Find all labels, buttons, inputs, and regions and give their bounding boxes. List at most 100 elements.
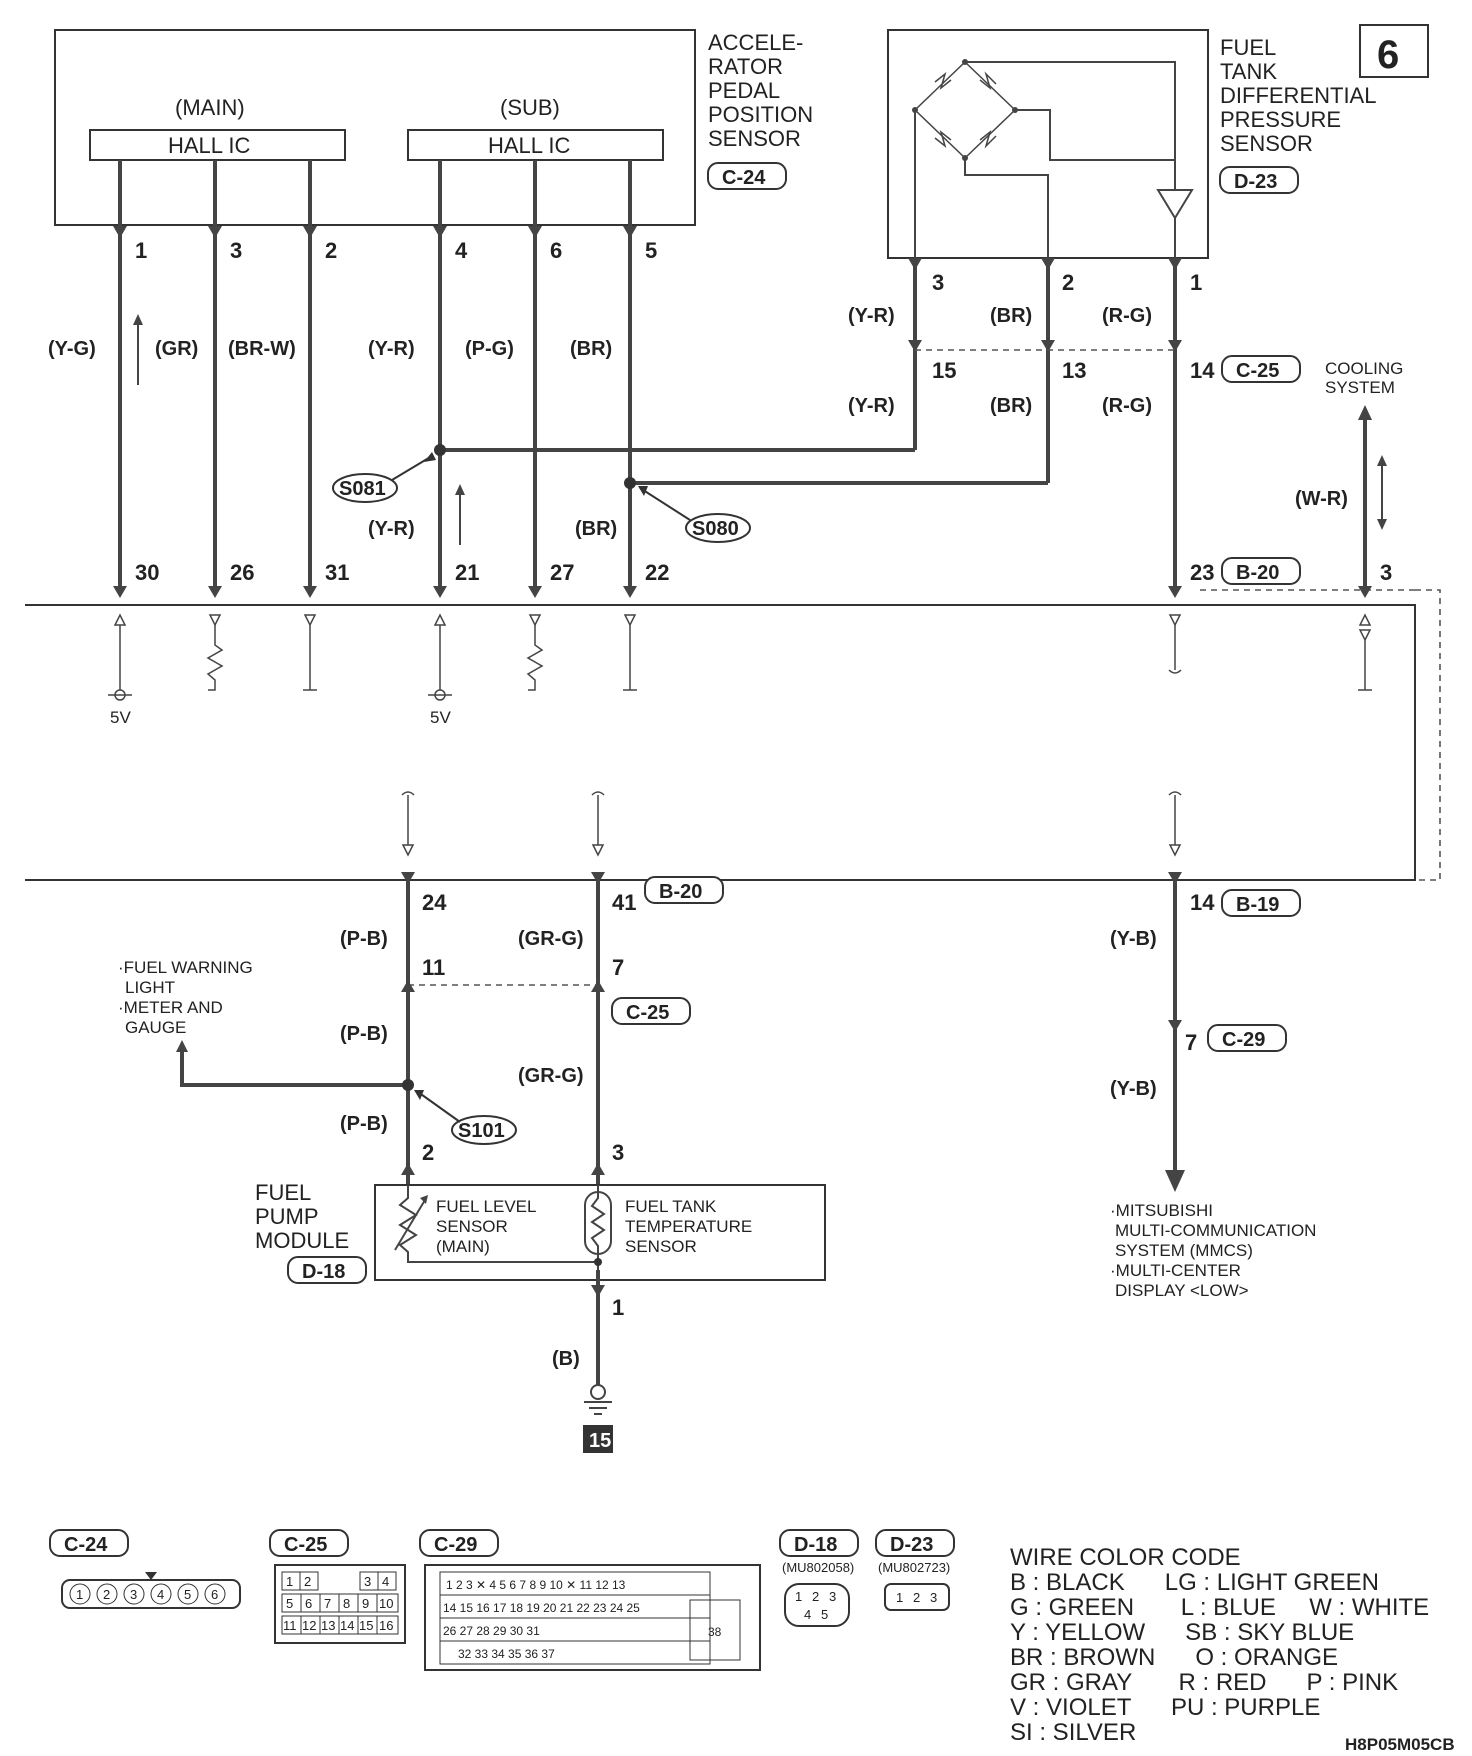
fuel-warning-1: ·FUEL WARNING bbox=[118, 958, 253, 977]
c25-cell-8: 8 bbox=[343, 1596, 350, 1611]
diff-pin-1: 1 bbox=[1190, 270, 1202, 295]
fpm-title-1: FUEL bbox=[255, 1180, 311, 1205]
hall-ic-sub: HALL IC bbox=[488, 133, 570, 158]
fuel-warning-2: LIGHT bbox=[125, 978, 175, 997]
diff-wc-1: (Y-R) bbox=[848, 305, 895, 327]
ecm-block: 30 26 31 21 27 22 23 3 B-20 5V 5V bbox=[25, 557, 1441, 917]
temp-sensor-3: SENSOR bbox=[625, 1237, 697, 1256]
wire-color-legend: WIRE COLOR CODE B : BLACK LG : LIGHT GRE… bbox=[1010, 1544, 1429, 1746]
d23-pin-1: 1 bbox=[896, 1590, 903, 1605]
c25-pin-11: 11 bbox=[422, 955, 445, 980]
c25-cell-2: 2 bbox=[304, 1574, 311, 1589]
wc-br: (BR) bbox=[570, 338, 612, 360]
c24-pin-4: 4 bbox=[157, 1587, 164, 1602]
mmcs-3: SYSTEM (MMCS) bbox=[1115, 1241, 1253, 1260]
ecm-pin-26: 26 bbox=[230, 560, 254, 585]
c25-cell-6: 6 bbox=[305, 1596, 312, 1611]
c25-pin-13: 13 bbox=[1062, 358, 1086, 383]
wc-y-r: (Y-R) bbox=[368, 338, 415, 360]
accel-title-1: ACCELE- bbox=[708, 30, 803, 55]
ecm-pin-24: 24 bbox=[422, 890, 447, 915]
d23-pin-3: 3 bbox=[930, 1590, 937, 1605]
mmcs-5: DISPLAY <LOW> bbox=[1115, 1281, 1249, 1300]
c24-pin-1: 1 bbox=[76, 1587, 83, 1602]
svg-text:1 2 3 ✕ 4 5 6 7 8 9 10 ✕ 11 12: 1 2 3 ✕ 4 5 6 7 8 9 10 ✕ 11 12 13 bbox=[446, 1578, 626, 1592]
c25-cell-13: 13 bbox=[321, 1618, 335, 1633]
wc-y-g: (Y-G) bbox=[48, 338, 96, 360]
cv-c25-tag: C-25 bbox=[284, 1534, 327, 1556]
main-label: (MAIN) bbox=[175, 95, 245, 120]
accel-title-2: RATOR bbox=[708, 54, 783, 79]
c25-tag-top: C-25 bbox=[1236, 360, 1279, 382]
c24-pin-3: 3 bbox=[130, 1587, 137, 1602]
c25-cell-4: 4 bbox=[382, 1574, 389, 1589]
legend-line-4: BR : BROWN O : ORANGE bbox=[1010, 1644, 1338, 1671]
hall-ic-main: HALL IC bbox=[168, 133, 250, 158]
bw-yb-2: (Y-B) bbox=[1110, 1078, 1157, 1100]
level-sensor-1: FUEL LEVEL bbox=[436, 1197, 536, 1216]
c25-pin-7: 7 bbox=[612, 955, 624, 980]
cooling-system: COOLING SYSTEM (W-R) bbox=[1295, 359, 1403, 590]
c24-pin-2: 2 bbox=[103, 1587, 110, 1602]
c29-grid bbox=[439, 1571, 741, 1665]
level-sensor-3: (MAIN) bbox=[436, 1237, 490, 1256]
accel-wires: 1 3 2 4 6 5 (Y-G) (GR) (BR-W) (Y-R) (P-G… bbox=[48, 160, 657, 590]
c29-tag: C-29 bbox=[1222, 1029, 1265, 1051]
pin-top-1: 1 bbox=[135, 238, 147, 263]
legend-line-2: G : GREEN L : BLUE W : WHITE bbox=[1010, 1594, 1429, 1621]
ecm-pin-3: 3 bbox=[1380, 560, 1392, 585]
pin-top-5: 5 bbox=[645, 238, 657, 263]
c25-cell-5: 5 bbox=[286, 1596, 293, 1611]
fpm-pin-3: 3 bbox=[612, 1140, 624, 1165]
bw-yb-1: (Y-B) bbox=[1110, 928, 1157, 950]
svg-text:26 27 28 29 30 31: 26 27 28 29 30 31 bbox=[443, 1624, 540, 1638]
ground-wire: (B) bbox=[552, 1348, 580, 1370]
bw-pb-3: (P-B) bbox=[340, 1113, 388, 1135]
bw-pb-2: (P-B) bbox=[340, 1023, 388, 1045]
c29-pin-labels: 1 2 3 ✕ 4 5 6 7 8 9 10 ✕ 11 12 13 14 15 … bbox=[443, 1578, 722, 1661]
d18-pin-5: 5 bbox=[821, 1607, 828, 1622]
diff-pin-3: 3 bbox=[932, 270, 944, 295]
diff-pin-2: 2 bbox=[1062, 270, 1074, 295]
d18-pin-3: 3 bbox=[829, 1589, 836, 1604]
cv-d18-tag: D-18 bbox=[794, 1534, 837, 1556]
accel-title-3: PEDAL bbox=[708, 78, 780, 103]
c24-pin-6: 6 bbox=[211, 1587, 218, 1602]
svg-text:32 33 34 35 36: 32 33 34 35 36 37 bbox=[458, 1647, 555, 1661]
mid-wc-br: (BR) bbox=[575, 518, 617, 540]
c25-cell-10: 10 bbox=[379, 1596, 393, 1611]
c24-pin-5: 5 bbox=[184, 1587, 191, 1602]
d18-pin-1: 1 bbox=[795, 1589, 802, 1604]
splices-top: S081 S080 (Y-R) (BR) bbox=[332, 452, 751, 545]
c25-cell-3: 3 bbox=[364, 1574, 371, 1589]
bw-grg-2: (GR-G) bbox=[518, 1065, 584, 1087]
legend-line-5: GR : GRAY R : RED P : PINK bbox=[1010, 1669, 1398, 1696]
fuel-warning-4: GAUGE bbox=[125, 1018, 186, 1037]
cooling-line-2: SYSTEM bbox=[1325, 378, 1395, 397]
pin-top-4: 4 bbox=[455, 238, 468, 263]
c25-tag-bottom: C-25 bbox=[626, 1002, 669, 1024]
c25-cell-1: 1 bbox=[286, 1574, 293, 1589]
diff-wc-low-3: (R-G) bbox=[1102, 395, 1152, 417]
level-sensor-2: SENSOR bbox=[436, 1217, 508, 1236]
fuel-warning-3: ·METER AND bbox=[118, 998, 223, 1017]
c25-cell-14: 14 bbox=[340, 1618, 354, 1633]
c25-pin-15: 15 bbox=[932, 358, 956, 383]
diff-wc-low-1: (Y-R) bbox=[848, 395, 895, 417]
fpm-title-2: PUMP bbox=[255, 1204, 319, 1229]
wc-gr: (GR) bbox=[155, 338, 198, 360]
mid-wc-yr: (Y-R) bbox=[368, 518, 415, 540]
diff-wc-low-2: (BR) bbox=[990, 395, 1032, 417]
legend-title: WIRE COLOR CODE bbox=[1010, 1544, 1241, 1571]
bw-grg-1: (GR-G) bbox=[518, 928, 584, 950]
legend-line-1: B : BLACK LG : LIGHT GREEN bbox=[1010, 1569, 1379, 1596]
fuel-diff-sensor: 6 FUEL TANK DIFFERENTIAL PRESSURE SENSOR… bbox=[887, 24, 1429, 259]
mmcs-2: MULTI-COMMUNICATION bbox=[1115, 1221, 1316, 1240]
diff-title-2: TANK bbox=[1220, 59, 1277, 84]
c25-cell-16: 16 bbox=[379, 1618, 393, 1633]
five-v-1: 5V bbox=[110, 708, 131, 727]
b20-tag-top: B-20 bbox=[1236, 562, 1279, 584]
fpm-connector: D-18 bbox=[302, 1261, 345, 1283]
cooling-wire: (W-R) bbox=[1295, 488, 1348, 510]
